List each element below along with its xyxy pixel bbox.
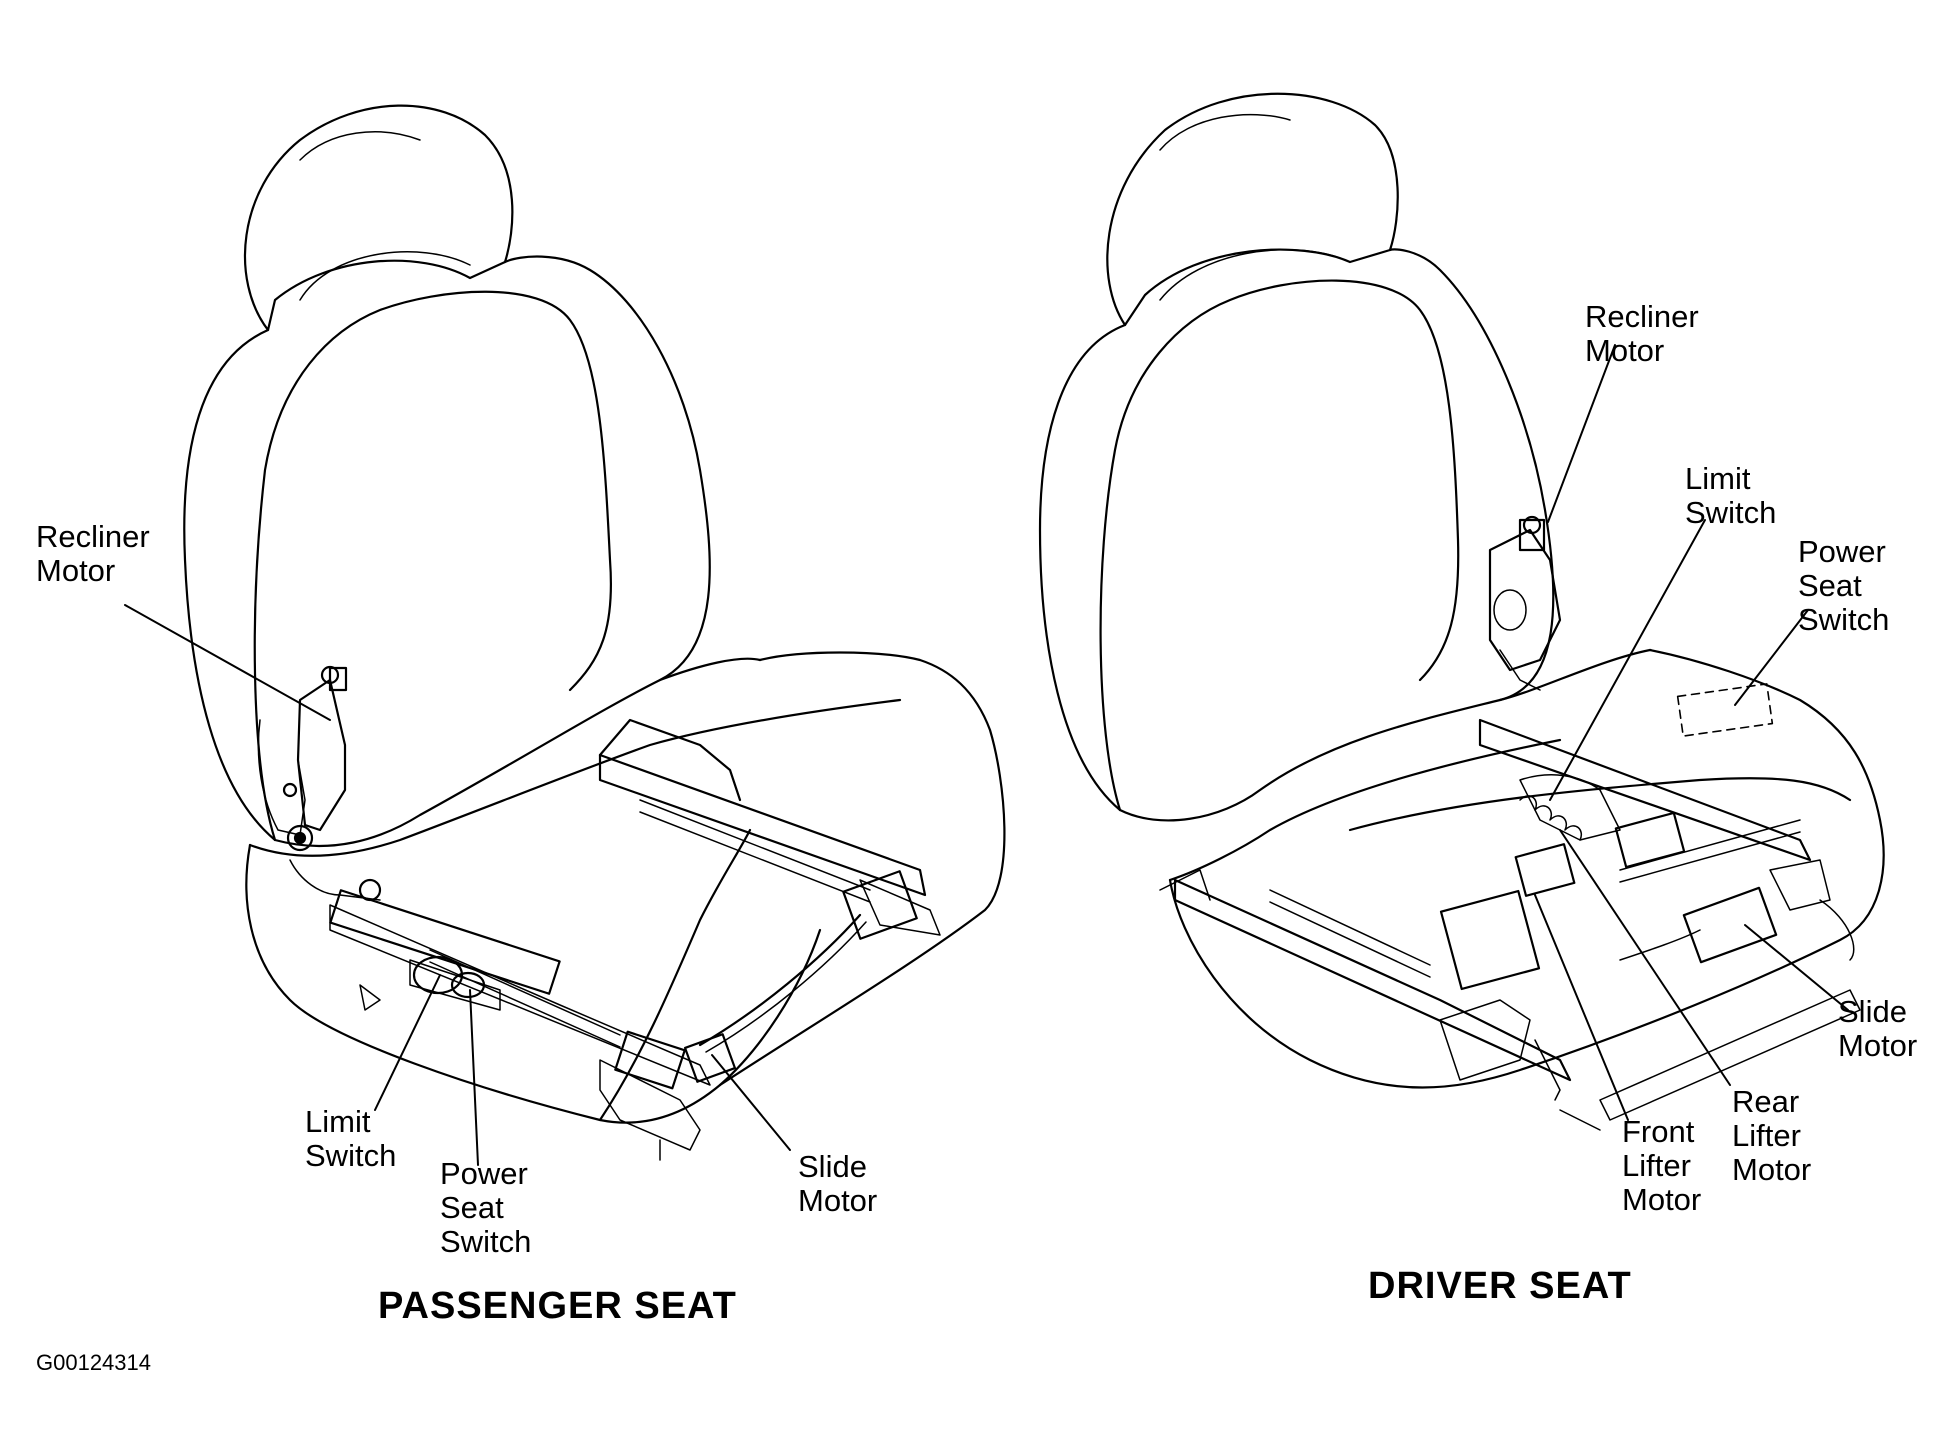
passenger-headrest [243,104,514,332]
passenger-seat-title: PASSENGER SEAT [378,1285,737,1327]
driver-power-seat-switch-label: Power Seat Switch [1798,534,1890,637]
passenger-seat-cushion [245,651,1006,1124]
driver-seat-title: DRIVER SEAT [1368,1265,1632,1307]
driver-seat-cushion [1168,648,1885,1089]
driver-seat-back [1038,248,1555,822]
passenger-limit-switch-label: Limit Switch [305,1104,397,1173]
driver-limit-switch-label: Limit Switch [1685,461,1777,530]
driver-recliner-motor-label: Recliner Motor [1585,299,1699,368]
driver-seat-drawing [1038,92,1885,1131]
driver-rear-lifter-motor-label: Rear Lifter Motor [1732,1084,1812,1187]
driver-slide-motor-label: Slide Motor [1838,994,1918,1063]
driver-front-lifter-motor-label: Front Lifter Motor [1622,1114,1702,1217]
passenger-slide-motor-label: Slide Motor [798,1149,878,1218]
passenger-recliner-motor-label: Recliner Motor [36,519,150,588]
figure-code: G00124314 [36,1350,151,1375]
passenger-seat-back [183,255,711,848]
driver-headrest [1106,92,1399,327]
passenger-seat-drawing [183,104,1006,1161]
passenger-power-seat-switch-label: Power Seat Switch [440,1156,532,1259]
